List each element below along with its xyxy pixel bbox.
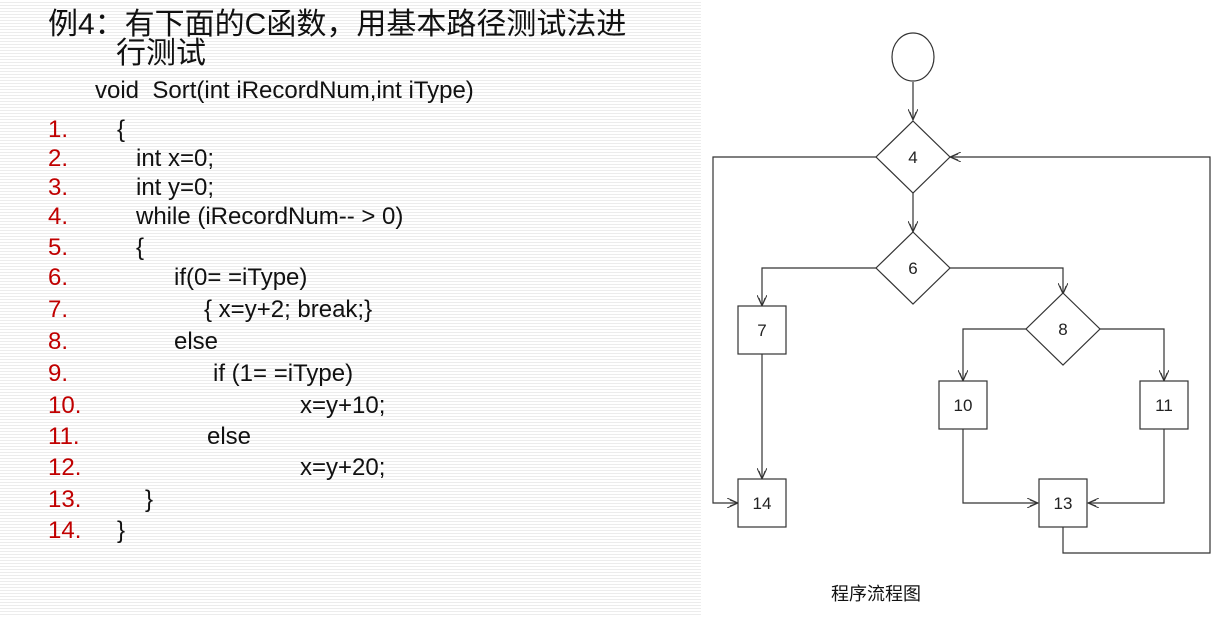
flowchart-panel: 4 6 7 8 10 11 13 14 程序流程图 xyxy=(701,0,1218,617)
node-n4: 4 xyxy=(875,120,951,194)
program-flowchart: 4 6 7 8 10 11 13 14 xyxy=(712,32,1211,554)
line-number: 1. xyxy=(48,116,69,143)
line-code: else xyxy=(174,328,219,355)
node-label: 11 xyxy=(1155,396,1173,415)
line-code: int y=0; xyxy=(136,174,215,201)
process-box xyxy=(1038,478,1088,528)
title-line-2: 行测试 xyxy=(116,37,206,70)
line-code: x=y+20; xyxy=(300,454,386,481)
line-code: x=y+10; xyxy=(300,392,386,419)
process-box xyxy=(1139,380,1189,430)
node-n13: 13 xyxy=(1038,478,1088,528)
node-label: 6 xyxy=(908,259,917,278)
process-box xyxy=(938,380,988,430)
node-n7: 7 xyxy=(737,305,787,355)
line-code: if(0= =iType) xyxy=(174,264,308,291)
line-number: 3. xyxy=(48,174,69,201)
line-number: 5. xyxy=(48,234,69,261)
decision-diamond xyxy=(875,120,951,194)
node-n6: 6 xyxy=(875,231,951,305)
line-code: if (1= =iType) xyxy=(213,360,354,387)
function-signature: void Sort(int iRecordNum,int iType) xyxy=(95,77,474,104)
edge-n13-to-n4 xyxy=(950,157,1211,554)
edge-n6-to-n7 xyxy=(762,267,876,306)
line-code: { x=y+2; break;} xyxy=(204,296,373,323)
node-label: 13 xyxy=(1054,494,1073,513)
process-box xyxy=(737,478,787,528)
line-code: while (iRecordNum-- > 0) xyxy=(136,203,404,230)
start-circle xyxy=(891,32,935,82)
process-box xyxy=(737,305,787,355)
edge-n4-to-n14 xyxy=(712,156,876,503)
node-label: 7 xyxy=(757,321,766,340)
line-code: } xyxy=(145,486,154,513)
line-code: } xyxy=(117,517,126,544)
line-number: 6. xyxy=(48,264,69,291)
line-number: 13. xyxy=(48,486,82,513)
node-label: 4 xyxy=(908,148,917,167)
line-number: 14. xyxy=(48,517,82,544)
slide-title: 例4：有下面的C函数，用基本路径测试法进 行测试 xyxy=(48,8,688,70)
node-n8: 8 xyxy=(1025,292,1101,366)
edge-n10-to-n13 xyxy=(962,429,1038,503)
flowchart-caption: 程序流程图 xyxy=(831,584,921,604)
edge-n8-to-n10 xyxy=(963,328,1026,381)
line-code: { xyxy=(136,234,145,261)
edge-n6-to-n8 xyxy=(950,267,1063,294)
node-label: 8 xyxy=(1058,320,1067,339)
line-number: 10. xyxy=(48,392,82,419)
title-line-1: 例4：有下面的C函数，用基本路径测试法进 xyxy=(48,8,627,41)
line-number: 7. xyxy=(48,296,69,323)
line-code: { xyxy=(117,116,126,143)
node-n14: 14 xyxy=(737,478,787,528)
line-number: 11. xyxy=(48,423,80,450)
line-number: 2. xyxy=(48,145,69,172)
node-label: 14 xyxy=(753,494,772,513)
edge-n11-to-n13 xyxy=(1088,429,1165,503)
line-number: 9. xyxy=(48,360,69,387)
line-number: 4. xyxy=(48,203,69,230)
node-n11: 11 xyxy=(1139,380,1189,430)
line-number: 8. xyxy=(48,328,69,355)
line-code: else xyxy=(207,423,252,450)
edge-n8-to-n11 xyxy=(1100,328,1164,381)
line-number: 12. xyxy=(48,454,82,481)
decision-diamond xyxy=(1025,292,1101,366)
node-label: 10 xyxy=(954,396,973,415)
node-start xyxy=(891,32,935,82)
decision-diamond xyxy=(875,231,951,305)
node-n10: 10 xyxy=(938,380,988,430)
line-code: int x=0; xyxy=(136,145,215,172)
